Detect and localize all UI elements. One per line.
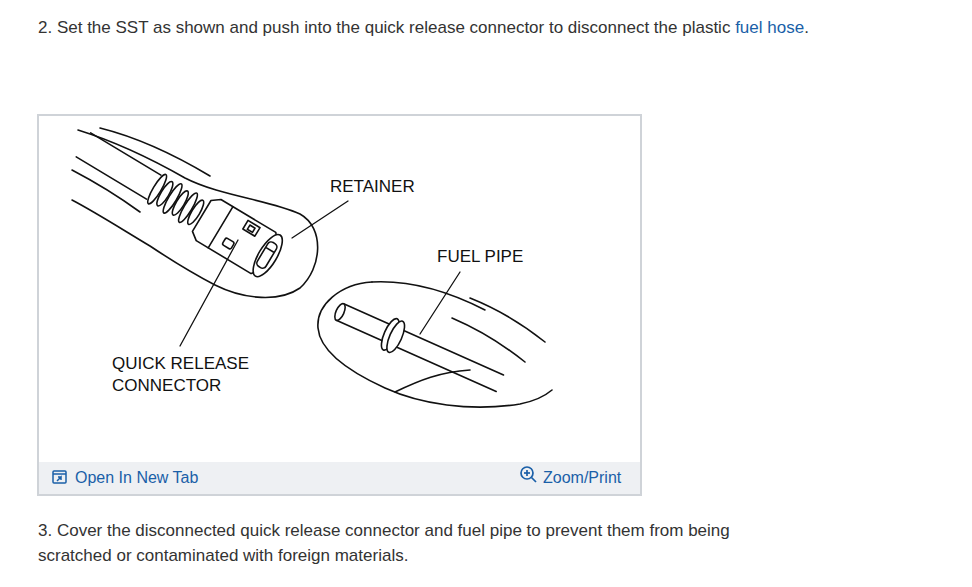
step-text: 3. Cover the disconnected quick release …: [38, 518, 783, 568]
hand-outline: [72, 130, 318, 297]
new-tab-icon: [53, 471, 66, 483]
part-label: RETAINER: [330, 176, 470, 198]
text-run: 3. Cover the disconnected quick release …: [38, 521, 730, 565]
link-text: fuel hose: [735, 18, 804, 37]
space: [730, 18, 735, 37]
punctuation: .: [804, 18, 809, 37]
hand-finger: [452, 318, 525, 362]
part-label: QUICK RELEASE CONNECTOR: [112, 353, 287, 397]
text-run: FUEL PIPE: [437, 247, 523, 266]
hand-finger: [395, 370, 470, 392]
hand-outline: [318, 282, 552, 407]
toolbar-link: Zoom/Print: [543, 468, 638, 488]
text-run: QUICK RELEASE CONNECTOR: [112, 354, 249, 395]
figure-frame: [38, 115, 641, 495]
fuel-pipe-drawing: [329, 295, 506, 399]
hand-finger: [100, 128, 210, 176]
hand-finger: [470, 298, 545, 342]
text-run: Open In New Tab: [75, 469, 198, 486]
leader-line: [420, 272, 460, 334]
hand-outline: [372, 282, 485, 310]
hand-finger: [72, 170, 140, 212]
figure-toolbar: [39, 462, 640, 494]
toolbar-link: Open In New Tab: [75, 468, 275, 488]
part-label: FUEL PIPE: [437, 246, 577, 268]
text-run: Zoom/Print: [543, 469, 621, 486]
step-text: 2. Set the SST as shown and push into th…: [38, 15, 828, 40]
leader-line: [292, 201, 348, 238]
text-run: 2. Set the SST as shown and push into th…: [38, 18, 730, 37]
text-run: RETAINER: [330, 177, 415, 196]
zoom-icon: [521, 467, 536, 482]
leader-line: [180, 240, 238, 346]
quick-release-connector-drawing: [71, 124, 288, 281]
